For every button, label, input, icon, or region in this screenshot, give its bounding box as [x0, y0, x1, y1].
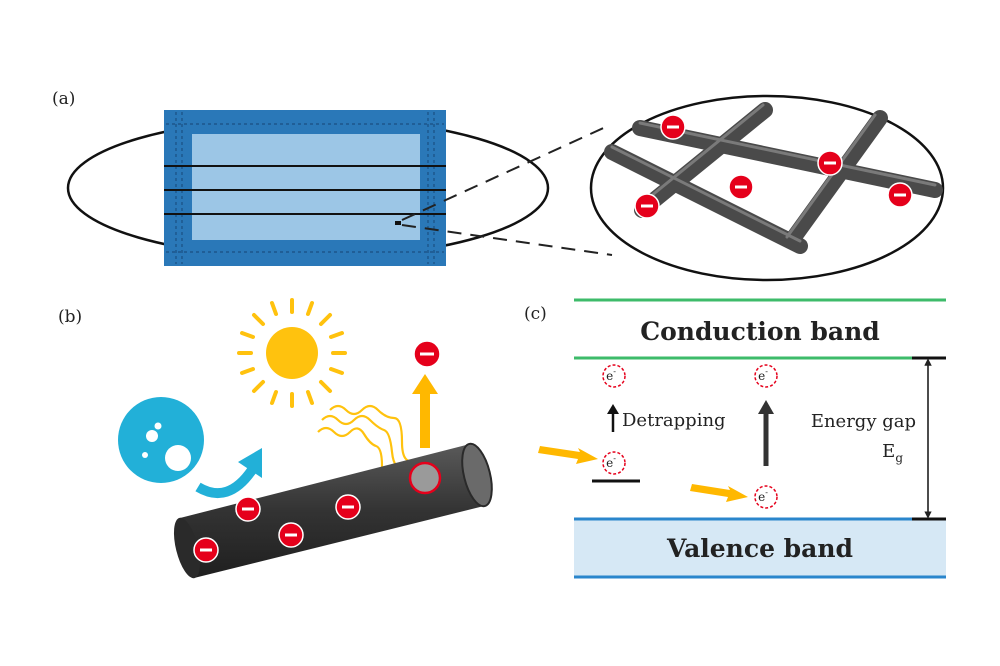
energy-gap-symbol: Eg	[882, 441, 903, 465]
electron-symbol: e	[758, 369, 765, 383]
charge-icon	[660, 114, 686, 140]
charge-icon	[335, 494, 361, 520]
gap-symbol-text: E	[882, 441, 895, 462]
energy-gap-indicator	[912, 356, 946, 521]
charge-icon	[634, 193, 660, 219]
charge-icon	[728, 174, 754, 200]
charge-vacancy	[408, 461, 442, 495]
detrapping-arrow	[607, 404, 619, 432]
fiber-network-icon	[589, 94, 945, 282]
light-wave-icon	[317, 404, 417, 482]
panel-c-label: (c)	[524, 304, 547, 324]
conduction-band-label: Conduction band	[640, 317, 880, 346]
cylinder-charges	[193, 494, 361, 563]
mask-inner	[192, 134, 420, 240]
energy-gap-label: Energy gap	[811, 411, 916, 432]
curved-arrow-head	[238, 448, 262, 478]
charge-icon	[278, 522, 304, 548]
zoom-lines	[401, 124, 613, 256]
panel-a-label: (a)	[52, 89, 75, 109]
electron-symbol: e	[606, 369, 613, 383]
charged-fiber-cylinder	[173, 442, 493, 579]
lightning-arrow-icon	[538, 446, 598, 464]
valence-band-fill	[574, 519, 946, 577]
sun-icon	[237, 298, 347, 408]
droplet-icon	[118, 397, 204, 483]
electron-superscript: -	[613, 367, 616, 376]
lightning-arrow-icon	[690, 484, 748, 502]
electron-symbol: e	[758, 490, 765, 504]
gap-subscript-text: g	[895, 451, 903, 465]
svg-text:e-: e-	[606, 367, 616, 383]
curved-arrow-body	[195, 467, 257, 499]
charge-icon	[817, 150, 843, 176]
mask-pleats	[164, 165, 446, 215]
svg-text:e-: e-	[758, 488, 768, 504]
fiber-charges	[634, 114, 913, 219]
mask-stitching	[166, 112, 444, 264]
charge-icon	[193, 537, 219, 563]
detrapping-label: Detrapping	[622, 410, 726, 431]
electron-superscript: -	[613, 454, 616, 463]
fiber-highlights	[610, 103, 937, 243]
excitation-arrow	[758, 400, 774, 466]
electron-superscript: -	[765, 367, 768, 376]
fiber-bars	[604, 102, 943, 254]
electron-superscript: -	[765, 488, 768, 497]
charge-icon	[235, 496, 261, 522]
electron-icon: e-	[602, 451, 626, 475]
charge-icon	[413, 340, 441, 368]
face-mask-icon	[66, 110, 550, 266]
valence-band-label: Valence band	[666, 534, 853, 563]
zoom-point	[395, 221, 401, 225]
electron-icon: e-	[754, 485, 778, 509]
electron-icon: e-	[602, 364, 626, 388]
electron-symbol: e	[606, 456, 613, 470]
svg-text:e-: e-	[606, 454, 616, 470]
panel-b-label: (b)	[58, 307, 82, 327]
svg-text:e-: e-	[758, 367, 768, 383]
emitted-charge-arrow	[412, 340, 441, 448]
charge-icon	[887, 182, 913, 208]
electron-icon: e-	[754, 364, 778, 388]
